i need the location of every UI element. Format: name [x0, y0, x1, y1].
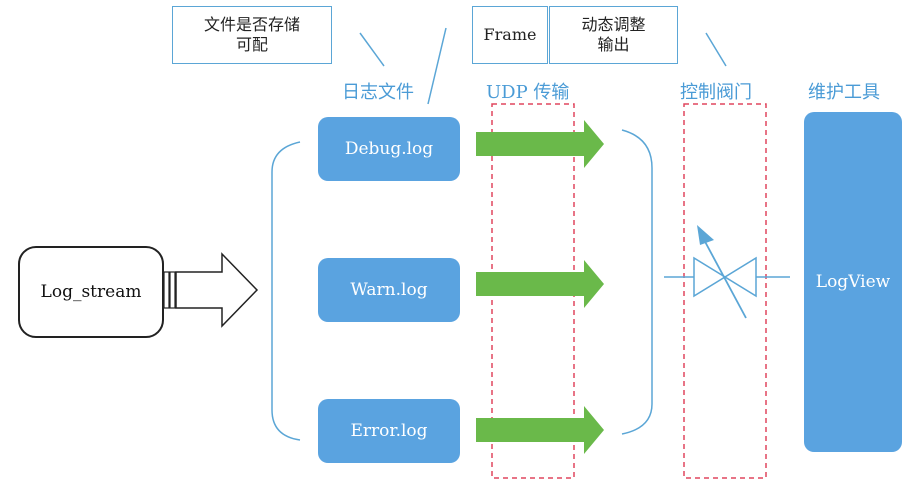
- callout-dynamic: 动态调整 输出: [549, 6, 678, 64]
- green-arrow-warn: [476, 260, 604, 308]
- log-stream-source: Log_stream: [18, 246, 164, 338]
- source-output-arrow: [175, 252, 259, 328]
- callout-leader-frame: [427, 27, 447, 105]
- left-bracket: [271, 141, 301, 441]
- header-tools: 维护工具: [808, 82, 880, 103]
- header-udp: UDP 传输: [486, 82, 570, 103]
- callout-leader-storage: [359, 32, 385, 67]
- valve-adjust-line: [701, 235, 747, 319]
- log-file-error: Error.log: [318, 399, 460, 463]
- header-valve: 控制阀门: [680, 82, 752, 103]
- connector-bar-2: [169, 271, 176, 309]
- green-arrow-error: [476, 406, 604, 454]
- header-log-files: 日志文件: [342, 82, 414, 103]
- callout-frame: Frame: [472, 6, 548, 64]
- green-arrow-debug: [476, 120, 604, 168]
- valve-dashed-region: [683, 103, 767, 479]
- callout-storage: 文件是否存储 可配: [172, 6, 332, 64]
- connector-bar-1: [163, 271, 170, 309]
- logview-tool: LogView: [804, 112, 902, 452]
- right-bracket: [621, 129, 653, 435]
- log-file-warn: Warn.log: [318, 258, 460, 322]
- callout-leader-dynamic: [705, 32, 727, 67]
- log-file-debug: Debug.log: [318, 117, 460, 181]
- valve-adjust-arrowhead: [697, 225, 714, 245]
